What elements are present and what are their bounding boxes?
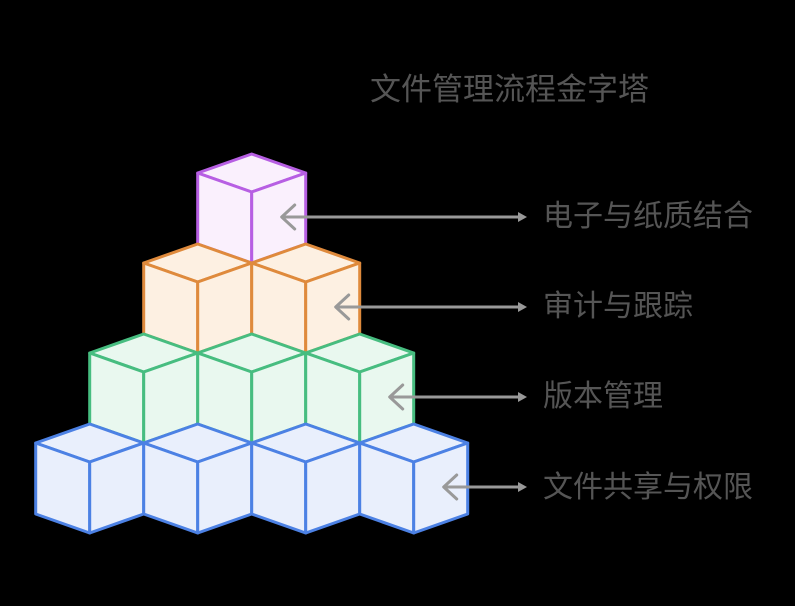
arrowhead-right-icon xyxy=(518,392,527,402)
pyramid-cube-row1-1 xyxy=(196,152,308,265)
arrowhead-left-icon xyxy=(334,293,351,321)
pyramid-cube-row3-3 xyxy=(304,332,416,445)
pyramid-cube-row4-3 xyxy=(250,422,362,535)
level-label-version-management: 版本管理 xyxy=(543,380,663,413)
cube-right-face xyxy=(412,441,470,535)
diagram-title: 文件管理流程金字塔 xyxy=(370,72,649,107)
arrowhead-right-icon xyxy=(518,212,527,222)
pyramid-cube-row3-2 xyxy=(196,332,308,445)
pyramid-cube-row4-1 xyxy=(34,422,146,535)
connector-arrow-2 xyxy=(334,293,527,321)
pyramid-cube-row4-4 xyxy=(358,422,470,535)
arrowhead-right-icon xyxy=(518,482,527,492)
level-label-audit-tracking: 审计与跟踪 xyxy=(543,290,693,323)
arrowhead-left-icon xyxy=(280,203,297,231)
pyramid-cube-row2-1 xyxy=(142,242,254,355)
connector-arrow-1 xyxy=(280,203,527,231)
level-label-file-sharing-permissions: 文件共享与权限 xyxy=(543,471,753,504)
connector-arrow-4 xyxy=(442,473,527,501)
pyramid-cube-row3-1 xyxy=(88,332,200,445)
pyramid-cube-row4-2 xyxy=(142,422,254,535)
arrowhead-left-icon xyxy=(442,473,459,501)
arrowhead-right-icon xyxy=(518,302,527,312)
connector-arrow-3 xyxy=(388,383,527,411)
arrowhead-left-icon xyxy=(388,383,405,411)
level-label-electronic-paper: 电子与纸质结合 xyxy=(543,200,753,233)
